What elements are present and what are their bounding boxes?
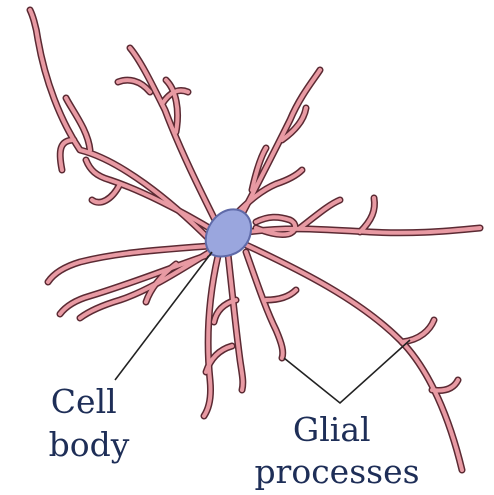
- glial-process: [300, 200, 340, 228]
- glial-process: [86, 160, 216, 232]
- glial-processes-label-line-1: Glial: [293, 410, 371, 449]
- cell-body-label-line-2: body: [49, 425, 130, 464]
- glial-process: [228, 254, 243, 390]
- glial-processes-label: Glial processes: [254, 410, 419, 491]
- glial-leader-line: [284, 340, 410, 403]
- glial-process: [30, 10, 210, 240]
- glial-processes-label-line-2: processes: [254, 452, 419, 491]
- cell-body-label-line-1: Cell: [51, 382, 117, 421]
- glial-process-outline: [30, 10, 210, 240]
- glial-process: [80, 252, 210, 318]
- cell-body-label: Cell body: [49, 382, 130, 464]
